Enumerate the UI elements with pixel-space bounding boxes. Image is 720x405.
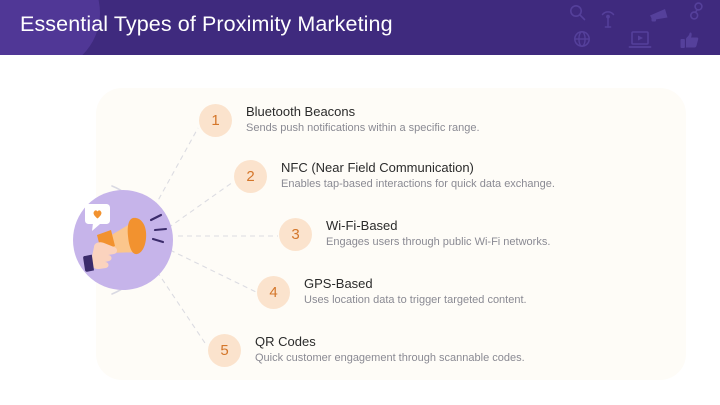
item-number-badge: 2	[234, 160, 267, 193]
item-number-badge: 3	[279, 218, 312, 251]
item-number-badge: 4	[257, 276, 290, 309]
slide-header: Essential Types of Proximity Marketing	[0, 0, 720, 55]
item-number-badge: 5	[208, 334, 241, 367]
header-icon-cluster	[550, 0, 720, 55]
item-description: Engages users through public Wi-Fi netwo…	[326, 236, 551, 248]
search-icon	[570, 5, 586, 21]
megaphone-illustration	[83, 204, 168, 272]
speech-bubble-icon	[85, 204, 110, 231]
thumbs-up-icon	[680, 32, 699, 48]
link-icon	[689, 2, 703, 20]
item-title: Wi-Fi-Based	[326, 218, 398, 233]
globe-icon	[574, 31, 590, 47]
item-description: Uses location data to trigger targeted c…	[304, 294, 527, 306]
item-title: NFC (Near Field Communication)	[281, 160, 474, 175]
megaphone-icon	[650, 9, 668, 22]
motion-lines	[149, 213, 168, 244]
page-title: Essential Types of Proximity Marketing	[20, 12, 393, 36]
signal-tower-icon	[601, 11, 615, 28]
item-title: GPS-Based	[304, 276, 373, 291]
item-number-badge: 1	[199, 104, 232, 137]
item-description: Sends push notifications within a specif…	[246, 122, 480, 134]
item-title: QR Codes	[255, 334, 316, 349]
video-player-icon	[628, 31, 652, 48]
item-description: Enables tap-based interactions for quick…	[281, 178, 555, 190]
header-decorative-blob	[0, 0, 100, 55]
item-description: Quick customer engagement through scanna…	[255, 352, 525, 364]
item-title: Bluetooth Beacons	[246, 104, 356, 119]
